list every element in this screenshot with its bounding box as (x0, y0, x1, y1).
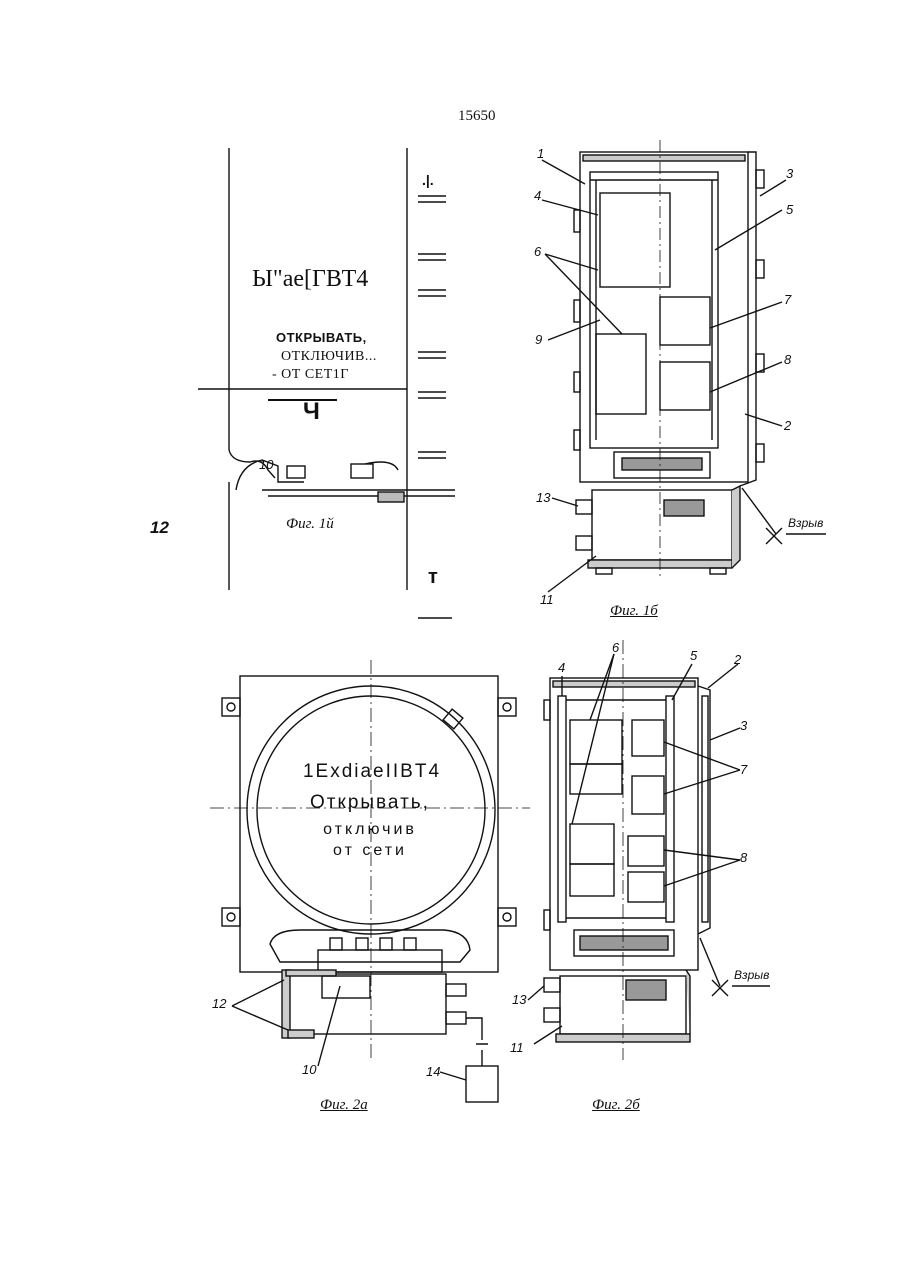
fig2b-ref-4: 4 (558, 660, 565, 675)
fig2b-ref-8: 8 (740, 850, 747, 865)
fig2b-ref-11: 11 (510, 1040, 524, 1055)
fig2b-ref-7: 7 (740, 762, 747, 777)
fig2b-caption: Фиг. 2б (592, 1097, 640, 1114)
fig2b-explosion-label: Взрыв (734, 968, 769, 982)
fig2b-ref-5: 5 (690, 648, 697, 663)
fig2b-ref-3: 3 (740, 718, 747, 733)
fig2b-ref-2: 2 (734, 652, 741, 667)
fig2b-ref-13: 13 (512, 992, 526, 1007)
fig2b-ref-6: 6 (612, 640, 619, 655)
